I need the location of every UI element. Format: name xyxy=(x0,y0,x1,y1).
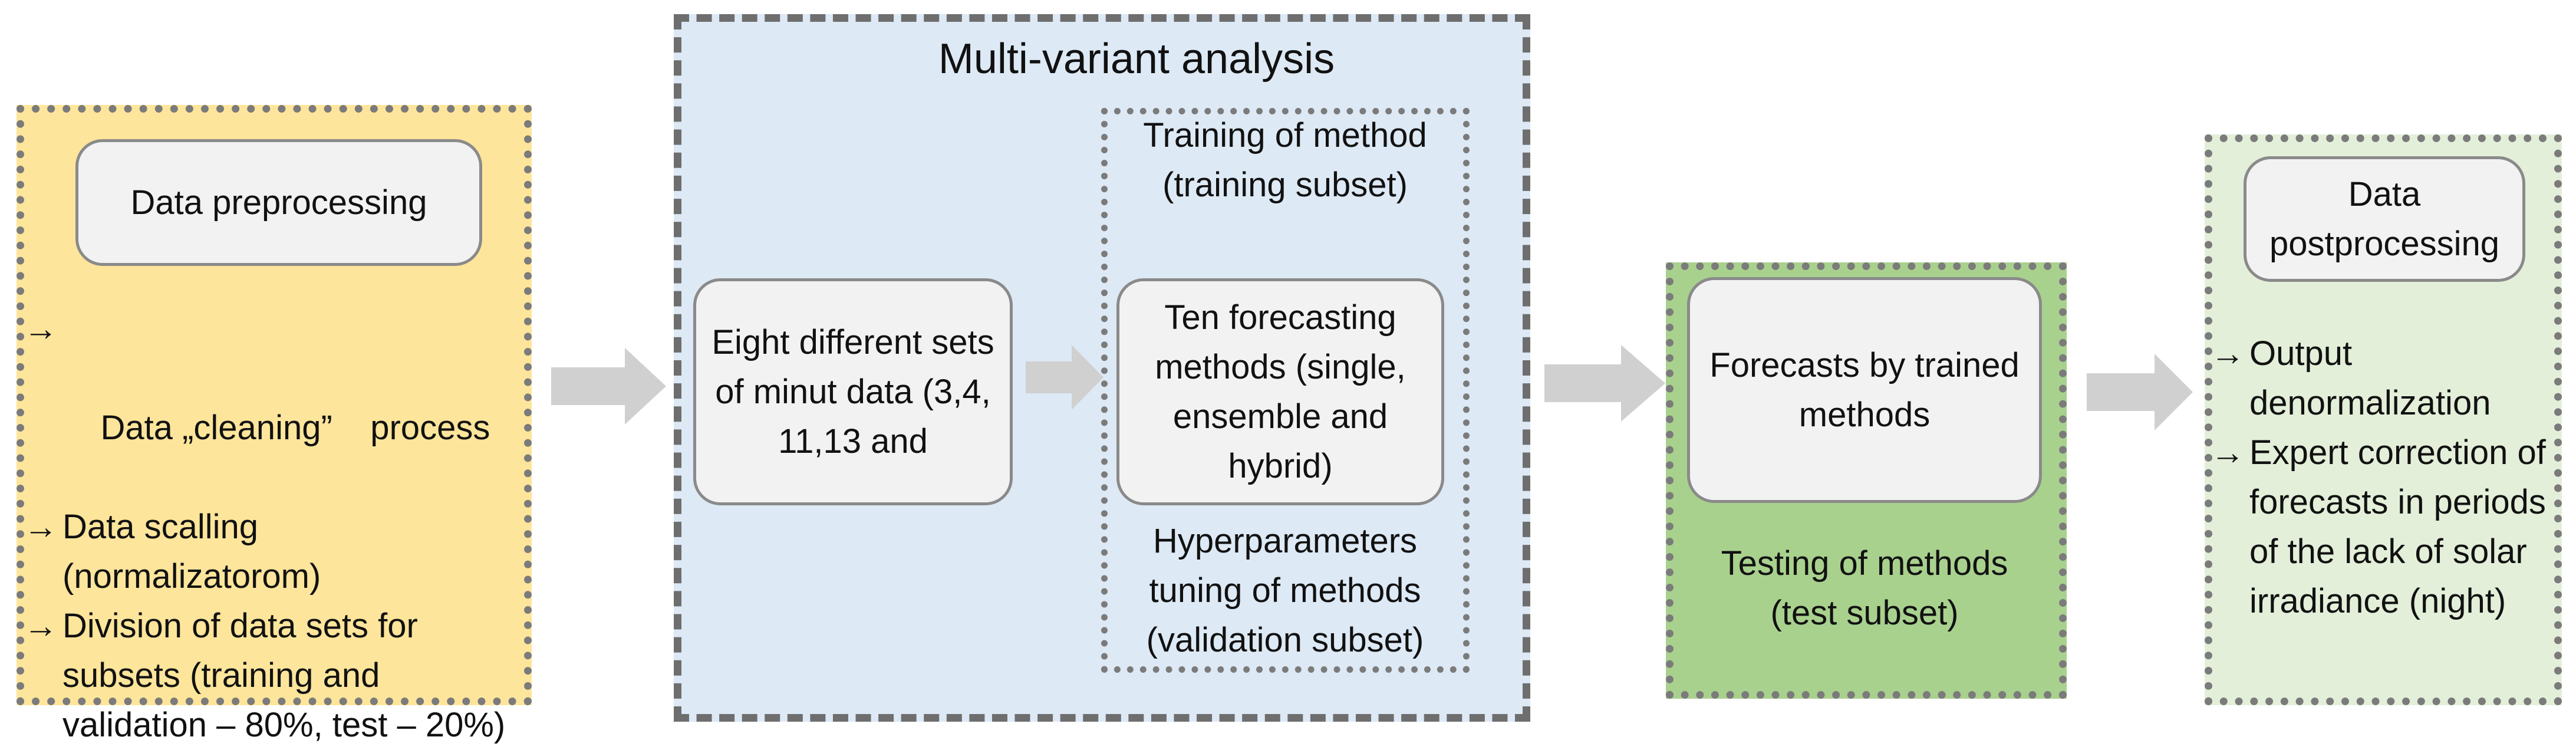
preprocessing-step-text: Data scalling (normalizatorom) xyxy=(62,508,321,596)
bullet-arrow-icon: → xyxy=(24,310,58,348)
preprocessing-title-box: Data preprocessing xyxy=(75,139,482,266)
preprocessing-steps: → Data „cleaning” process → Data scallin… xyxy=(24,304,522,750)
bullet-arrow-icon: → xyxy=(24,607,58,645)
preprocessing-step: → Division of data sets for subsets (tra… xyxy=(24,601,510,750)
preprocessing-step: → Data „cleaning” process xyxy=(24,304,522,502)
postprocessing-steps: → Output denormalization → Expert correc… xyxy=(2211,329,2546,626)
forecasts-text: Forecasts by trained methods xyxy=(1709,346,2020,434)
postprocessing-step-text: Output denormalization xyxy=(2249,334,2491,422)
postprocessing-title: Data postprocessing xyxy=(2269,175,2500,263)
flow-arrow-shape xyxy=(551,348,666,425)
training-panel xyxy=(1101,108,1470,673)
flow-arrow-shape xyxy=(1026,345,1103,410)
testing-title: Testing of methods (test subset) xyxy=(1721,544,2008,632)
analysis-title: Multi-variant analysis xyxy=(938,35,1335,83)
methods-box: Ten forecasting methods (single, ensembl… xyxy=(1116,278,1444,505)
flow-arrow-shape xyxy=(1544,345,1665,422)
postprocessing-step-text: Expert correction of forecasts in period… xyxy=(2249,433,2546,620)
postprocessing-step: → Output denormalization xyxy=(2211,329,2526,428)
datasets-text: Eight different sets of minut data (3,4,… xyxy=(711,323,994,460)
bullet-arrow-icon: → xyxy=(2211,433,2245,472)
flow-arrow-icon xyxy=(1544,345,1665,422)
preprocessing-step: → Data scalling (normalizatorom) xyxy=(24,502,404,601)
postprocessing-title-box: Data postprocessing xyxy=(2244,156,2525,282)
datasets-box: Eight different sets of minut data (3,4,… xyxy=(693,278,1013,505)
preprocessing-title: Data preprocessing xyxy=(130,183,427,222)
flow-arrow-icon xyxy=(551,348,666,425)
methods-text: Ten forecasting methods (single, ensembl… xyxy=(1155,298,1406,485)
preprocessing-step-text: Data „cleaning” process xyxy=(100,409,490,447)
flow-arrow-icon xyxy=(2087,354,2193,430)
flow-arrow-icon xyxy=(1026,345,1103,410)
forecasts-box: Forecasts by trained methods xyxy=(1687,277,2042,503)
flow-arrow-shape xyxy=(2087,354,2193,430)
bullet-arrow-icon: → xyxy=(2211,334,2245,373)
postprocessing-step: → Expert correction of forecasts in peri… xyxy=(2211,428,2556,626)
training-header: Training of method (training subset) xyxy=(1143,116,1427,204)
tuning-text: Hyperparameters tuning of methods (valid… xyxy=(1146,522,1424,659)
bullet-arrow-icon: → xyxy=(24,508,58,546)
preprocessing-step-text: Division of data sets for subsets (train… xyxy=(62,607,506,744)
